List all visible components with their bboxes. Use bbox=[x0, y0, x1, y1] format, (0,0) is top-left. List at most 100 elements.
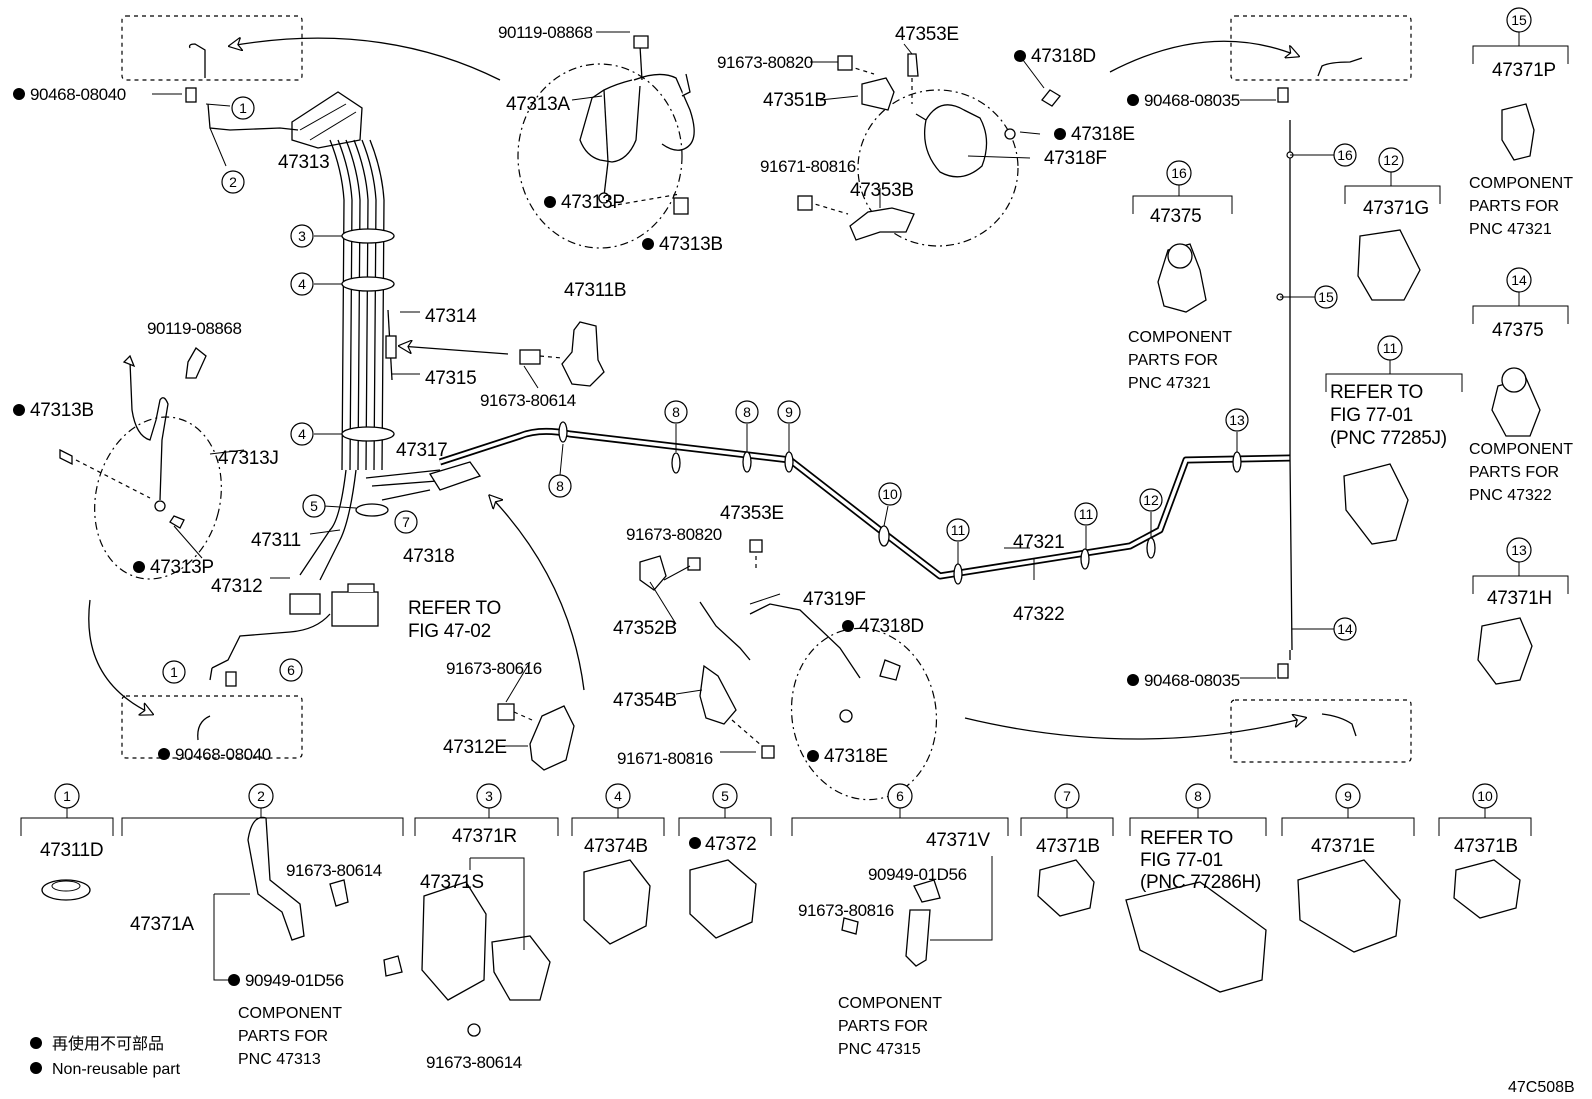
refer-77285j-line3: (PNC 77285J) bbox=[1330, 428, 1447, 449]
label-90468-08040-bot: 90468-08040 bbox=[175, 745, 271, 764]
svg-text:PARTS FOR: PARTS FOR bbox=[838, 1018, 928, 1035]
ground-cable-top bbox=[579, 35, 695, 215]
svg-text:47371A: 47371A bbox=[130, 914, 194, 935]
svg-text:16: 16 bbox=[1337, 147, 1353, 163]
callout-4a: 4 bbox=[290, 272, 314, 296]
svg-text:FIG 77-01: FIG 77-01 bbox=[1140, 850, 1223, 871]
label-47318e-top: 47318E bbox=[1071, 124, 1135, 145]
svg-text:47371S: 47371S bbox=[420, 872, 484, 893]
connector-marks bbox=[185, 87, 1289, 687]
svg-text:90949-01D56: 90949-01D56 bbox=[245, 971, 344, 990]
svg-text:91673-80614: 91673-80614 bbox=[426, 1053, 522, 1072]
refer-fig-47-02-line1: REFER TO bbox=[408, 598, 501, 619]
label-47354b: 47354B bbox=[613, 690, 677, 711]
svg-text:7: 7 bbox=[402, 514, 410, 530]
svg-text:8: 8 bbox=[1194, 788, 1202, 804]
box-15: 15 47371P COMPONENT PARTS FOR PNC 47321 bbox=[1469, 7, 1573, 238]
label-91673-80820-top: 91673-80820 bbox=[717, 53, 813, 72]
svg-text:4: 4 bbox=[614, 788, 622, 804]
svg-text:3: 3 bbox=[485, 788, 493, 804]
ground-cable-left bbox=[59, 347, 207, 529]
svg-text:4: 4 bbox=[298, 276, 306, 292]
svg-text:COMPONENT: COMPONENT bbox=[1469, 441, 1573, 458]
box-15-title: 47371P bbox=[1492, 60, 1556, 81]
svg-text:PARTS FOR: PARTS FOR bbox=[1469, 198, 1559, 215]
svg-text:2: 2 bbox=[229, 174, 237, 190]
svg-text:11: 11 bbox=[1079, 506, 1094, 522]
box-16: 16 47375 COMPONENT PARTS FOR PNC 47321 bbox=[1128, 160, 1233, 392]
svg-text:15: 15 bbox=[1511, 12, 1527, 28]
callout-11b: 11 bbox=[1074, 502, 1098, 526]
label-47353e-top: 47353E bbox=[895, 24, 959, 45]
nonreusable-dot bbox=[13, 88, 25, 100]
bottom-boxes: 1 47311D 2 47371A 91673-80614 90949-01D5… bbox=[20, 783, 1532, 1072]
svg-text:2: 2 bbox=[257, 788, 265, 804]
label-47321: 47321 bbox=[1013, 532, 1064, 553]
svg-text:PNC 47315: PNC 47315 bbox=[838, 1041, 921, 1058]
refer-fig-47-02-line2: FIG 47-02 bbox=[408, 621, 491, 642]
svg-text:6: 6 bbox=[896, 788, 904, 804]
arrow-47311b bbox=[400, 346, 509, 355]
detail-box-top-left bbox=[121, 15, 501, 81]
label-91671-80816-top: 91671-80816 bbox=[760, 157, 856, 176]
callout-14a: 14 bbox=[1333, 617, 1357, 641]
diagram-id: 47C508B bbox=[1508, 1079, 1575, 1096]
label-91671-80816-mid: 91671-80816 bbox=[617, 749, 713, 768]
svg-text:12: 12 bbox=[1383, 152, 1399, 168]
svg-text:47371B: 47371B bbox=[1036, 836, 1100, 857]
svg-text:14: 14 bbox=[1511, 272, 1527, 288]
callout-8c: 8 bbox=[735, 400, 759, 424]
callout-12a: 12 bbox=[1139, 488, 1163, 512]
detail-box-bottom-left bbox=[88, 599, 303, 759]
bracket-47311b bbox=[519, 321, 605, 387]
svg-text:6: 6 bbox=[287, 662, 295, 678]
bottom-row-parts bbox=[41, 816, 1521, 1037]
svg-text:15: 15 bbox=[1318, 289, 1334, 305]
svg-text:9: 9 bbox=[1344, 788, 1352, 804]
box-11: 11 REFER TO FIG 77-01 (PNC 77285J) bbox=[1325, 335, 1463, 449]
svg-text:PARTS FOR: PARTS FOR bbox=[238, 1028, 328, 1045]
svg-text:47374B: 47374B bbox=[584, 836, 648, 857]
box-13: 13 47371H bbox=[1472, 537, 1569, 609]
label-47318f: 47318F bbox=[1044, 148, 1107, 169]
callout-5a: 5 bbox=[302, 494, 326, 518]
svg-text:1: 1 bbox=[239, 100, 247, 116]
label-47312: 47312 bbox=[211, 576, 262, 597]
callout-16a: 16 bbox=[1333, 143, 1357, 167]
svg-text:11: 11 bbox=[951, 522, 966, 538]
detail-ellipse-47353b bbox=[857, 89, 1019, 247]
svg-text:8: 8 bbox=[672, 404, 680, 420]
svg-text:47371B: 47371B bbox=[1454, 836, 1518, 857]
callout-3a: 3 bbox=[290, 224, 314, 248]
label-47353b: 47353B bbox=[850, 180, 914, 201]
svg-text:14: 14 bbox=[1337, 621, 1353, 637]
svg-text:PARTS FOR: PARTS FOR bbox=[1469, 464, 1559, 481]
svg-text:90949-01D56: 90949-01D56 bbox=[868, 865, 967, 884]
callout-13a: 13 bbox=[1225, 408, 1249, 432]
box-14-title: 47375 bbox=[1492, 320, 1543, 341]
label-47313b-top: 47313B bbox=[659, 234, 723, 255]
arrow-47312e bbox=[490, 496, 585, 691]
label-90119-08868-left: 90119-08868 bbox=[147, 319, 242, 338]
label-91673-80614-mid: 91673-80614 bbox=[480, 391, 576, 410]
label-90468-08035-top: 90468-08035 bbox=[1144, 91, 1240, 110]
svg-text:REFER TO: REFER TO bbox=[1140, 828, 1233, 849]
detail-box-bottom-right bbox=[964, 699, 1412, 763]
bracket-47312e bbox=[497, 703, 575, 771]
label-47353e-mid: 47353E bbox=[720, 503, 784, 524]
box-13-title: 47371H bbox=[1487, 588, 1552, 609]
brackets-middle bbox=[639, 539, 901, 759]
callout-6a: 6 bbox=[279, 658, 303, 682]
label-47311: 47311 bbox=[251, 530, 301, 551]
svg-text:PNC 47322: PNC 47322 bbox=[1469, 487, 1552, 504]
callout-4b: 4 bbox=[290, 422, 314, 446]
svg-text:12: 12 bbox=[1143, 492, 1159, 508]
box-14: 14 47375 COMPONENT PARTS FOR PNC 47322 bbox=[1469, 267, 1573, 504]
refer-77285j-line2: FIG 77-01 bbox=[1330, 405, 1413, 426]
callout-2a: 2 bbox=[221, 170, 245, 194]
svg-text:4: 4 bbox=[298, 426, 306, 442]
label-47322: 47322 bbox=[1013, 604, 1064, 625]
legend-en: Non-reusable part bbox=[52, 1061, 181, 1078]
svg-text:91673-80614: 91673-80614 bbox=[286, 861, 382, 880]
label-90468-08040-top: 90468-08040 bbox=[30, 85, 126, 104]
